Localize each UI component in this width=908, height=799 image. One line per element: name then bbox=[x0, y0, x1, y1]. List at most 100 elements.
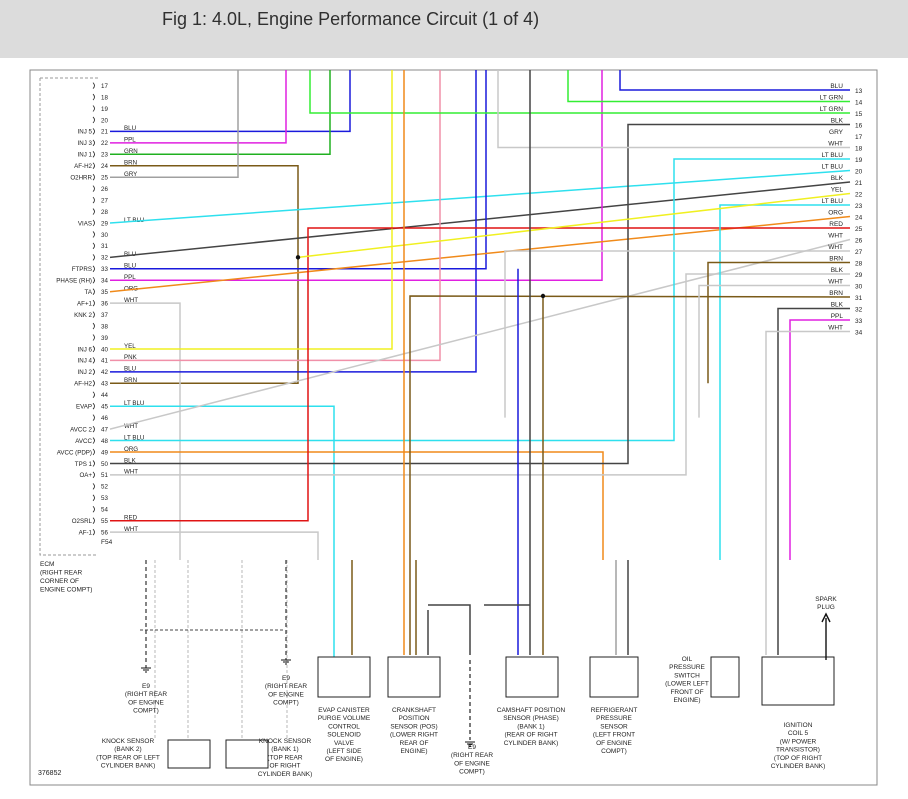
ecm-pin-bracket bbox=[92, 494, 95, 502]
wire-vias bbox=[109, 169, 851, 224]
evap-valve-label: PURGE VOLUME bbox=[318, 715, 371, 722]
knock1-label: CYLINDER BANK) bbox=[258, 771, 313, 778]
wire-inj3 bbox=[110, 70, 287, 144]
right-connector-number: 28 bbox=[855, 261, 863, 268]
ecm-pin-bracket bbox=[92, 173, 95, 181]
knock1-label: (TOP REAR bbox=[267, 754, 302, 761]
ecm-wire-color-label: BRN bbox=[124, 160, 137, 167]
refrig-sensor-label: (LEFT FRONT bbox=[593, 732, 635, 739]
e9-right-label: (RIGHT REAR bbox=[265, 683, 307, 690]
crank-sensor-box bbox=[387, 656, 441, 698]
right-wire-color-label: LT BLU bbox=[822, 152, 844, 159]
ecm-location-label: ECM bbox=[40, 561, 54, 568]
wire-r23 bbox=[719, 204, 850, 560]
ecm-wire-color-label: WHT bbox=[124, 297, 138, 304]
ignition-coil-label: (TOP OF RIGHT bbox=[774, 755, 822, 762]
ecm-signal-label: INJ 6 bbox=[78, 346, 93, 353]
splice-ecm-32 bbox=[295, 255, 301, 260]
wire-r32 bbox=[777, 307, 850, 655]
ecm-pin-number: 28 bbox=[101, 209, 108, 216]
wire-avccpdp bbox=[110, 451, 604, 560]
ecm-pin-bracket bbox=[92, 151, 95, 158]
refrig-sensor-label: OF ENGINE bbox=[596, 740, 632, 747]
e9-mid-label: COMPT) bbox=[459, 769, 485, 776]
ecm-signal-label: AVCC bbox=[75, 438, 92, 445]
right-wire-color-label: LT BLU bbox=[822, 198, 844, 205]
knock2-label: (TOP REAR OF LEFT bbox=[96, 754, 160, 761]
right-connector-number: 18 bbox=[855, 146, 863, 153]
e9-right-label: COMPT) bbox=[273, 700, 299, 707]
ecm-pin-number: 29 bbox=[101, 220, 108, 227]
ecm-signal-label: INJ 4 bbox=[78, 358, 93, 365]
crank-sensor-label: CRANKSHAFT bbox=[392, 707, 436, 714]
right-wire-color-label: GRY bbox=[829, 129, 844, 136]
ecm-pin-number: 30 bbox=[101, 232, 108, 239]
oil-switch-label: (LOWER LEFT bbox=[665, 681, 709, 688]
ecm-signal-label: OA+ bbox=[79, 472, 92, 479]
wire-r31 bbox=[409, 295, 851, 655]
ecm-wire-color-label: PNK bbox=[124, 354, 138, 361]
right-connector-number: 23 bbox=[855, 203, 863, 210]
wire-r30 bbox=[698, 284, 850, 418]
ecm-signal-label: AF+1 bbox=[77, 300, 93, 307]
ecm-pin-bracket bbox=[92, 242, 95, 250]
diagram-border bbox=[29, 69, 878, 786]
right-wire-color-label: BRN bbox=[829, 256, 843, 263]
ecm-pin-bracket bbox=[92, 322, 95, 330]
wire-r15 bbox=[309, 70, 850, 114]
splice-brn-31 bbox=[540, 293, 546, 299]
ecm-pin-bracket bbox=[92, 288, 95, 295]
ecm-pin-number: 55 bbox=[101, 518, 108, 525]
ecm-wire-color-label: BRN bbox=[124, 377, 137, 384]
right-wire-color-label: BRN bbox=[829, 290, 843, 297]
oil-switch-label: PRESSURE bbox=[669, 664, 705, 671]
ecm-pin-bracket bbox=[92, 391, 95, 399]
cam-sensor-label: (REAR OF RIGHT bbox=[504, 732, 557, 739]
right-wire-color-label: WHT bbox=[828, 325, 843, 332]
ecm-pin-bracket bbox=[92, 128, 95, 135]
ecm-pin-number: 32 bbox=[101, 255, 108, 262]
ecm-pin-number: 54 bbox=[101, 507, 108, 514]
evap-valve-label: EVAP CANISTER bbox=[318, 707, 370, 714]
ecm-pin-number: 26 bbox=[101, 186, 108, 193]
ground-symbol bbox=[141, 667, 151, 673]
wire-harness bbox=[109, 70, 851, 740]
wire-r27 bbox=[504, 250, 850, 418]
wire-32 bbox=[109, 181, 851, 259]
ecm-signal-label: INJ 3 bbox=[78, 140, 93, 147]
wire-phase bbox=[110, 70, 603, 281]
ecm-signal-label: O2SRL bbox=[72, 518, 93, 525]
right-connector-number: 25 bbox=[855, 226, 863, 233]
ecm-pin-number: 47 bbox=[101, 426, 108, 433]
right-connector-number: 29 bbox=[855, 272, 863, 279]
ecm-pin-number: 42 bbox=[101, 369, 108, 376]
wire-r14 bbox=[567, 70, 850, 103]
refrig-sensor-box bbox=[589, 656, 639, 698]
spark-plug-label: SPARK bbox=[815, 596, 837, 603]
wire-af1 bbox=[110, 531, 319, 560]
ecm-pin-number: 43 bbox=[101, 381, 108, 388]
right-wire-color-label: LT GRN bbox=[820, 106, 844, 113]
ecm-wire-color-label: LT BLU bbox=[124, 400, 144, 407]
crank-sensor-label: REAR OF bbox=[400, 740, 429, 747]
ecm-wire-color-label: YEL bbox=[124, 343, 136, 350]
ecm-wire-color-label: PPL bbox=[124, 137, 136, 144]
ecm-pin-number: 40 bbox=[101, 346, 108, 353]
knock2-label: (BANK 2) bbox=[114, 746, 141, 753]
ecm-pin-number: 48 bbox=[101, 438, 108, 445]
ignition-coil-label: (W/ POWER bbox=[780, 738, 817, 745]
ecm-pin-bracket bbox=[92, 460, 95, 467]
oil-switch-box bbox=[710, 656, 740, 698]
ground-symbol bbox=[465, 741, 475, 747]
ecm-pin-number: 53 bbox=[101, 495, 108, 502]
ecm-signal-label: VIAS bbox=[78, 220, 92, 227]
ecm-pin-number: 45 bbox=[101, 404, 108, 411]
ecm-pin-number: 51 bbox=[101, 472, 108, 479]
ecm-pin-bracket bbox=[92, 139, 95, 147]
ecm-wire-color-label: LT BLU bbox=[124, 217, 144, 224]
right-connector-number: 15 bbox=[855, 111, 863, 118]
crank-sensor-label: SENSOR (POS) bbox=[390, 723, 437, 730]
ecm-pin-bracket bbox=[92, 368, 95, 376]
